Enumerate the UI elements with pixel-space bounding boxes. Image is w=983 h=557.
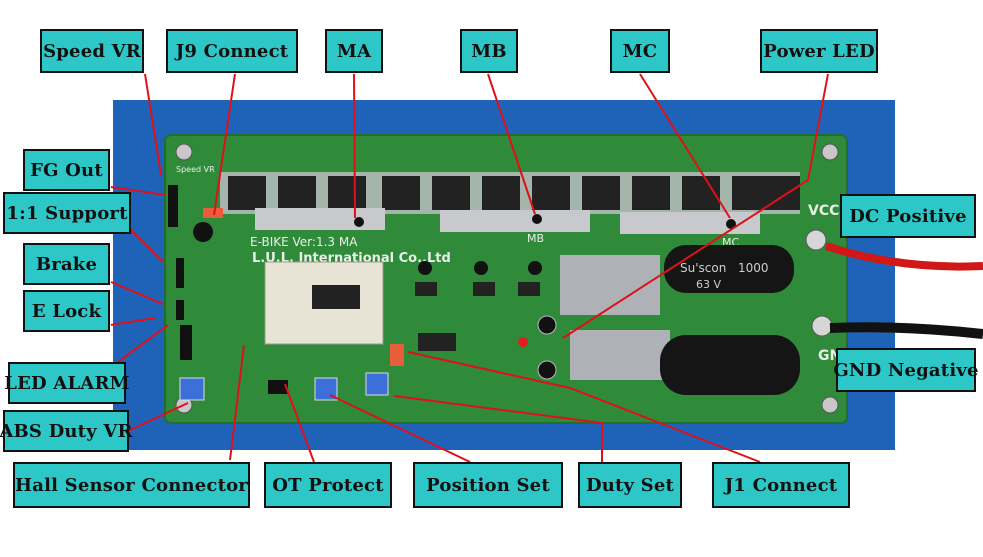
mount-hole — [821, 143, 839, 161]
label-led-alarm: LED ALARM — [4, 362, 130, 404]
gnd-terminal — [811, 315, 833, 337]
leader-lines — [109, 73, 829, 463]
small-cap — [474, 261, 488, 275]
driver-ic — [312, 285, 360, 309]
label-mb: MB — [460, 29, 518, 73]
ot-sensor — [268, 380, 288, 394]
leader-ma — [353, 73, 356, 219]
mosfet-row — [220, 172, 800, 214]
capacitor-top: Su'scon 1000 63 V — [664, 245, 794, 293]
label-e-lock: E Lock — [23, 290, 110, 332]
aux-cap — [193, 222, 213, 242]
hole-ma — [354, 217, 364, 227]
leader-1-1-support — [130, 229, 164, 263]
red-wire — [824, 242, 983, 271]
header-hall — [180, 325, 192, 360]
silk-mb: MB — [527, 232, 544, 245]
pad-mc — [620, 212, 760, 234]
leader-mc — [639, 73, 731, 219]
svg-text:63 V: 63 V — [696, 278, 721, 291]
header-brake — [176, 258, 184, 288]
duty-trimmer — [365, 372, 389, 396]
label-j9-connect: J9 Connect — [166, 29, 298, 73]
label-abs-duty-vr: ABS Duty VR — [0, 410, 132, 452]
leader-power-led — [562, 73, 829, 339]
label-j1-connect: J1 Connect — [712, 462, 850, 508]
leader-duty-set — [393, 395, 603, 462]
pad-gnd — [570, 330, 670, 380]
abs-duty-trimmer — [179, 377, 205, 401]
silk-gnd: GN — [818, 348, 841, 364]
small-cap — [418, 261, 432, 275]
pad-power — [560, 255, 660, 315]
logic-ic — [418, 333, 456, 351]
leader-speed-vr — [144, 73, 162, 176]
silk-vcc: VCC — [808, 203, 839, 219]
leader-led-alarm — [109, 324, 169, 369]
leader-j1-connect — [407, 351, 761, 463]
small-ic — [518, 282, 540, 296]
label-speed-vr: Speed VR — [40, 29, 144, 73]
hole-mb — [532, 214, 542, 224]
pad-mb — [440, 210, 590, 232]
label-dc-positive: DC Positive — [840, 194, 976, 238]
silk-speed-vr: Speed VR — [176, 165, 215, 174]
leader-brake — [110, 281, 164, 305]
label-gnd-negative: GND Negative — [833, 348, 978, 392]
leader-e-lock — [110, 317, 156, 326]
leader-fg-out — [110, 186, 166, 196]
label-duty-set: Duty Set — [578, 462, 682, 508]
small-ic — [415, 282, 437, 296]
aux-cap — [537, 360, 557, 380]
small-ic — [473, 282, 495, 296]
label-mc: MC — [610, 29, 670, 73]
label-brake: Brake — [23, 243, 110, 285]
leader-abs-duty-vr — [127, 402, 189, 432]
label-ot-protect: OT Protect — [264, 462, 392, 508]
label-position-set: Position Set — [413, 462, 563, 508]
silk-title: E-BIKE Ver:1.3 MA — [250, 235, 358, 249]
header-e-lock — [176, 300, 184, 320]
vcc-terminal — [805, 229, 827, 251]
mount-hole — [175, 143, 193, 161]
capacitor-bottom — [660, 335, 800, 395]
jumper-j9 — [203, 208, 223, 218]
leader-j9-connect — [213, 73, 236, 216]
label-hall-sensor-connector: Hall Sensor Connector — [13, 462, 250, 508]
leader-mb — [487, 73, 536, 215]
svg-text:1000: 1000 — [738, 261, 769, 275]
leader-hall-sensor — [229, 344, 245, 461]
black-wire — [829, 322, 983, 339]
svg-text:Su'scon: Su'scon — [680, 261, 726, 275]
leader-position-set — [329, 394, 471, 463]
pad-ma — [255, 208, 385, 230]
leader-ot-protect — [284, 383, 315, 463]
aux-cap — [537, 315, 557, 335]
small-cap — [528, 261, 542, 275]
label-power-led: Power LED — [760, 29, 878, 73]
hole-mc — [726, 219, 736, 229]
label-ma: MA — [325, 29, 383, 73]
position-trimmer — [314, 377, 338, 401]
label-fg-out: FG Out — [23, 149, 110, 191]
mount-hole — [821, 396, 839, 414]
label-1-1-support: 1:1 Support — [3, 192, 131, 234]
header-fg-out — [168, 185, 178, 227]
jumper-j1 — [390, 344, 404, 366]
power-led-component — [518, 337, 528, 347]
